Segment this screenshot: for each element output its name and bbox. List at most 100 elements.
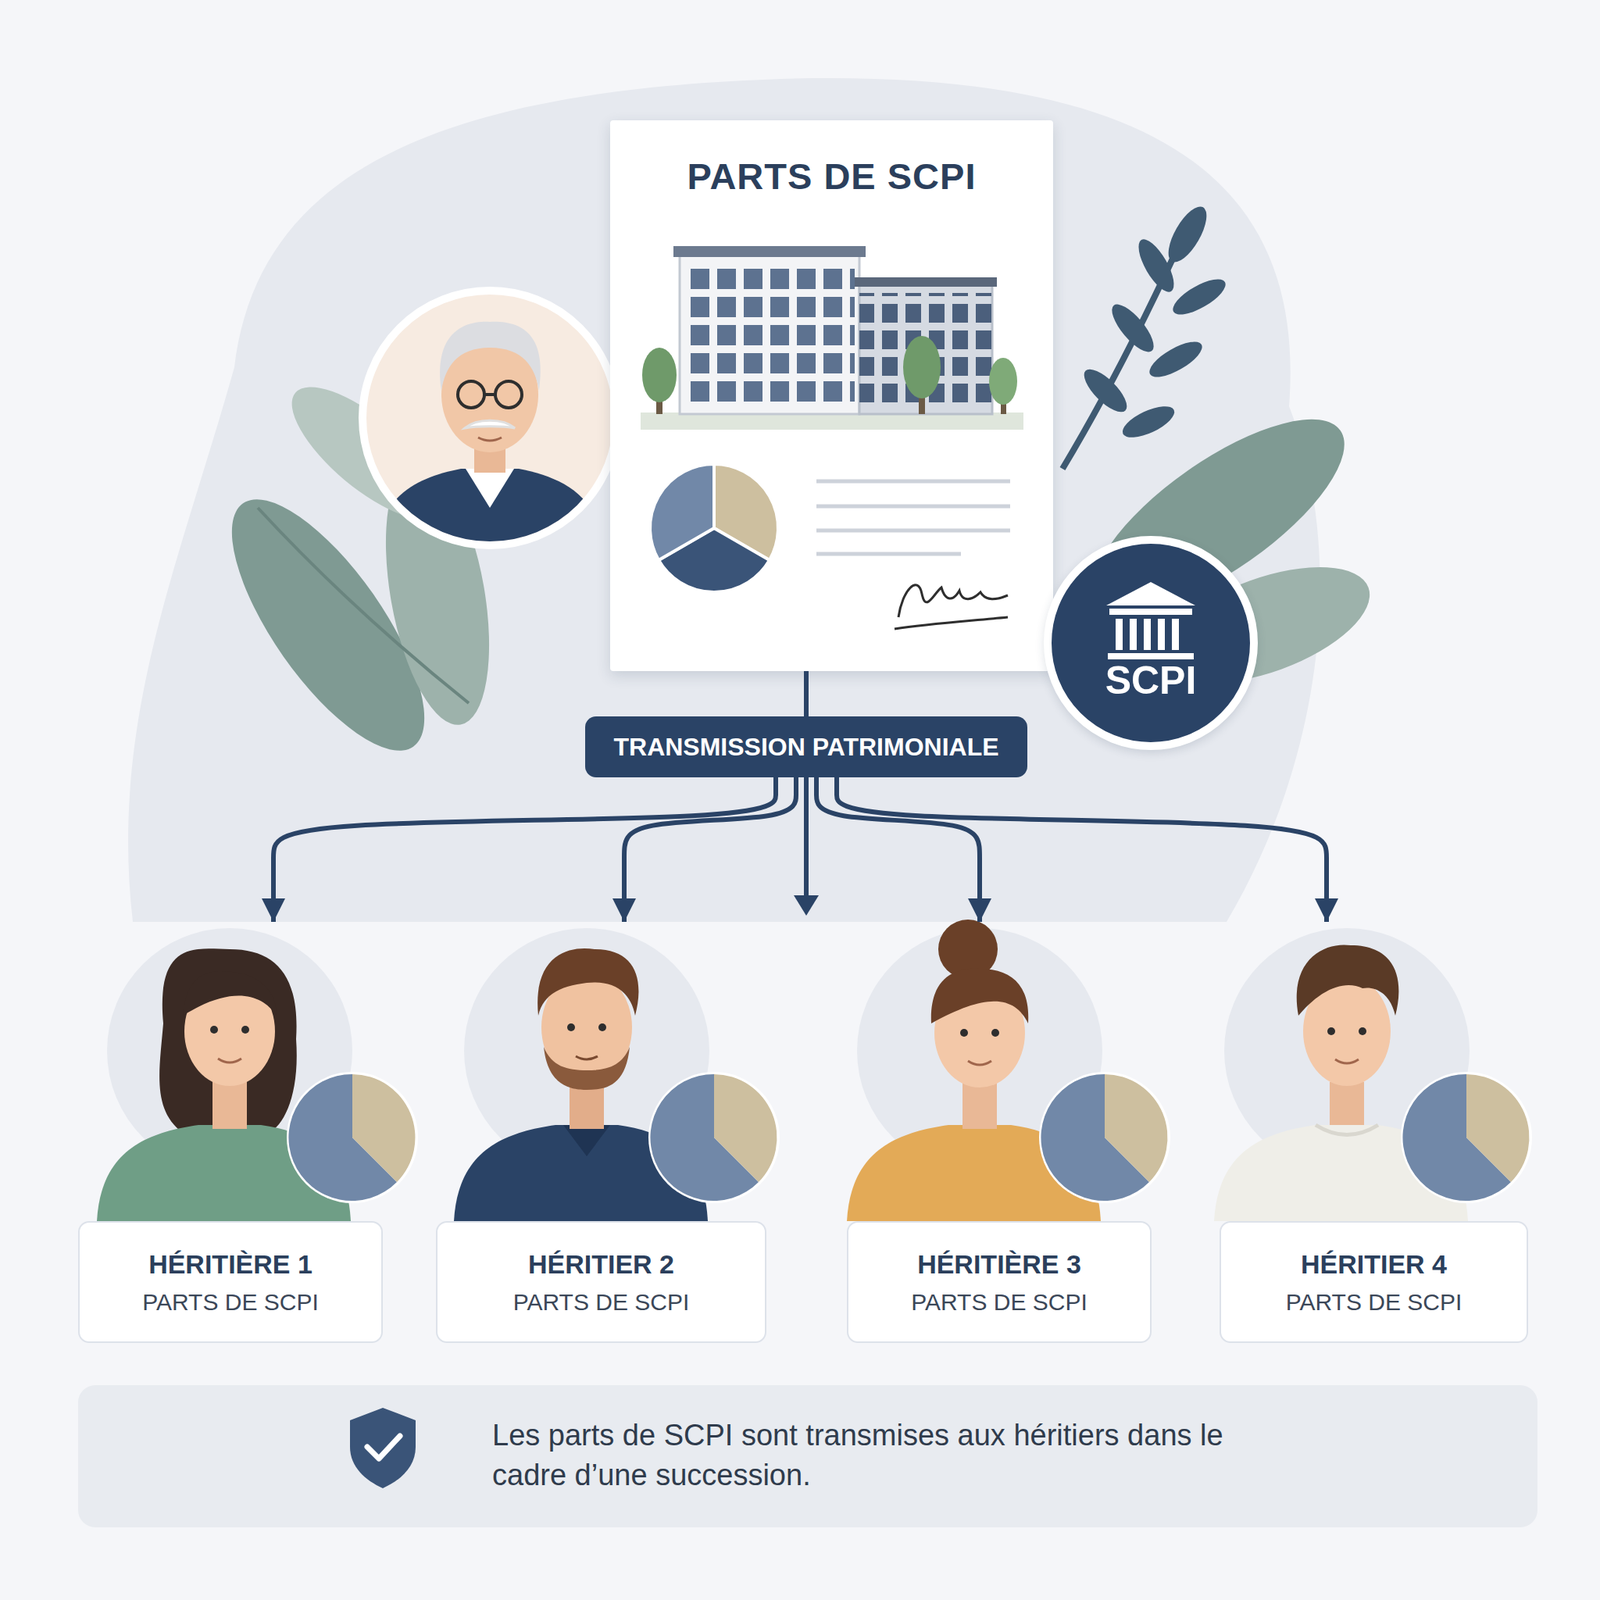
heir-pie — [1039, 1071, 1171, 1204]
doc-text-lines — [816, 481, 1011, 554]
illustration-part — [1115, 618, 1123, 650]
illustration-part — [931, 968, 1029, 1024]
illustration-part — [598, 1023, 607, 1032]
transmission-band: TRANSMISSION PATRIMONIALE — [585, 716, 1028, 778]
illustration-part — [286, 1071, 418, 1204]
building-illustration — [640, 246, 1024, 430]
node-title: TRANSMISSION PATRIMONIALE — [613, 732, 999, 762]
illustration-part — [656, 390, 663, 415]
illustration-part — [567, 1023, 575, 1032]
caption-text: Les parts de SCPI sont transmises aux hé… — [492, 1415, 1243, 1497]
illustration-part — [362, 290, 618, 546]
illustration-part — [1104, 1074, 1168, 1183]
node-title: SCPI — [1051, 657, 1250, 704]
illustration-part — [960, 1028, 968, 1037]
illustration-part — [1107, 653, 1194, 660]
illustration-part — [217, 1058, 242, 1063]
illustration-part — [210, 1025, 218, 1034]
node-title: HÉRITIÈRE 3 — [917, 1249, 1082, 1280]
illustration-part — [854, 277, 997, 287]
background-blob — [128, 78, 1321, 922]
illustration-part — [465, 468, 515, 508]
heir-card: HÉRITIER 4 PARTS DE SCPI — [1219, 1221, 1529, 1343]
caption-panel — [78, 1385, 1538, 1528]
illustration-part — [1160, 200, 1215, 268]
heir-card: HÉRITIÈRE 3PARTS DE SCPI — [846, 1221, 1152, 1343]
illustration-part — [1358, 1027, 1367, 1036]
connector-arrow — [836, 777, 1327, 922]
illustration-part — [1335, 1059, 1359, 1064]
illustration-part — [859, 292, 993, 411]
illustration-part — [684, 261, 855, 407]
illustration-part — [1062, 226, 1188, 469]
illustration-part — [1167, 272, 1231, 322]
document-card: PARTS DE SCPI — [610, 120, 1054, 672]
node-title: HÉRITIER 2 — [528, 1249, 675, 1280]
scpi-badge: SCPI — [1043, 535, 1258, 750]
node-subtitle: PARTS DE SCPI — [1285, 1289, 1463, 1316]
illustration-part — [1105, 298, 1161, 358]
owner-portrait — [362, 290, 618, 547]
signature — [894, 585, 1008, 629]
node-title: HÉRITIER 4 — [1300, 1249, 1447, 1280]
doc-pie-chart — [650, 464, 779, 593]
illustration-part — [457, 381, 485, 408]
illustration-part — [816, 528, 1011, 533]
connector-arrow — [803, 671, 809, 717]
illustration-part — [1143, 618, 1151, 650]
temple-icon — [1106, 582, 1196, 660]
illustration-part — [241, 1025, 250, 1034]
illustration-part — [1109, 608, 1193, 615]
illustration-part — [375, 321, 605, 547]
illustration-part — [991, 1028, 1000, 1037]
illustration-part — [1132, 234, 1181, 297]
caption-box: Les parts de SCPI sont transmises aux hé… — [492, 1415, 1243, 1497]
illustration-part — [673, 246, 866, 258]
illustration-part — [1117, 400, 1179, 444]
node-title: PARTS DE SCPI — [610, 154, 1054, 198]
illustration-part — [803, 777, 809, 899]
illustration-part — [439, 321, 541, 391]
illustration-part — [1106, 582, 1196, 606]
illustration-part — [658, 528, 770, 593]
illustration-part — [543, 1046, 630, 1090]
illustration-part — [484, 392, 496, 397]
heir-card: HÉRITIER 2 PARTS DE SCPI — [435, 1221, 767, 1343]
illustration-part — [159, 948, 297, 1133]
illustration-part — [1144, 335, 1208, 384]
illustration-part — [1039, 1071, 1171, 1204]
heir-column: HÉRITIÈRE 1PARTS DE SCPI — [78, 921, 383, 1343]
illustration-part — [648, 1071, 780, 1204]
illustration-part — [182, 971, 277, 1016]
illustration-part — [679, 253, 860, 415]
illustration-part — [375, 468, 605, 547]
illustration-part — [1329, 1082, 1365, 1125]
illustration-part — [859, 285, 993, 415]
connector-arrow — [273, 777, 776, 922]
illustration-part — [1315, 1125, 1379, 1136]
illustration-part — [918, 386, 925, 415]
heir-column: HÉRITIER 4 PARTS DE SCPI — [1219, 921, 1529, 1343]
illustration-part — [563, 1125, 611, 1157]
illustration-part — [1000, 394, 1007, 415]
illustration-part — [575, 1056, 598, 1060]
node-subtitle: PARTS DE SCPI — [513, 1289, 690, 1316]
node-subtitle: PARTS DE SCPI — [142, 1289, 319, 1316]
connector-arrow — [624, 777, 797, 922]
illustration-part — [1327, 1027, 1336, 1036]
illustration-part — [967, 1060, 992, 1065]
illustration-part — [989, 357, 1018, 405]
heir-pie — [286, 1071, 418, 1204]
illustration-part — [367, 1435, 400, 1459]
illustration-part — [495, 381, 522, 408]
illustration-part — [1157, 618, 1165, 650]
illustration-part — [1466, 1074, 1529, 1183]
heir-column: HÉRITIÈRE 3PARTS DE SCPI — [846, 921, 1152, 1343]
illustration-part — [352, 1074, 415, 1183]
illustration-part — [714, 464, 779, 561]
illustration-part — [1078, 363, 1134, 419]
illustration-part — [640, 412, 1024, 430]
connector-arrow — [816, 777, 980, 922]
illustration-part — [1129, 618, 1137, 650]
